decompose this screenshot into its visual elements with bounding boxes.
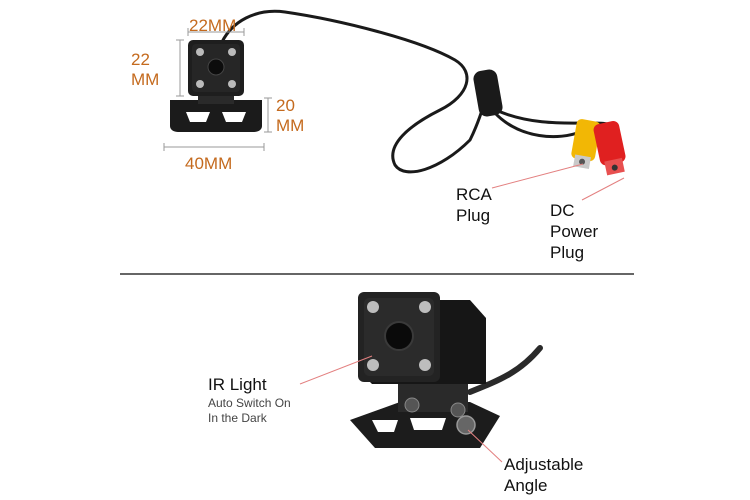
bracket-height-line1: 20	[276, 96, 295, 115]
ir-sub2: In the Dark	[208, 411, 267, 425]
dc-power-plug-label: DC Power Plug	[550, 200, 598, 263]
height-left-label: 22 MM	[131, 50, 159, 90]
adjustable-angle-label: Adjustable Angle	[504, 454, 583, 496]
camera-lens-small	[207, 58, 225, 76]
rca-line2: Plug	[456, 206, 491, 225]
dc-line3: Plug	[550, 243, 585, 262]
dimension-lines	[163, 28, 272, 151]
height-left-line1: 22	[131, 50, 150, 69]
width-bottom-label: 40MM	[185, 154, 233, 173]
ir-sub1: Auto Switch On	[208, 396, 291, 410]
dc-line1: DC	[550, 201, 575, 220]
connectors	[473, 69, 626, 201]
camera-cable	[220, 9, 492, 174]
height-left-line2: MM	[131, 70, 160, 89]
ir-led-4	[419, 359, 431, 371]
rca-line1: RCA	[456, 185, 492, 204]
rca-plug-label: RCA Plug	[456, 184, 492, 226]
bracket-height-line2: MM	[276, 116, 305, 135]
adjust-screw	[456, 415, 476, 435]
ir-light-subtitle: Auto Switch On In the Dark	[208, 396, 291, 426]
camera-cable-large	[467, 345, 543, 395]
ir-led-2	[419, 301, 431, 313]
camera-lens-large	[384, 321, 414, 351]
ir-light-title: IR Light	[208, 375, 267, 394]
ir-led-1	[367, 301, 379, 313]
camera-large	[299, 292, 543, 463]
adjustable-line2: Angle	[504, 476, 548, 495]
dc-connector	[593, 121, 626, 176]
width-top-label: 22MM	[189, 16, 237, 35]
adjustable-line1: Adjustable	[504, 455, 584, 474]
ir-led-3	[367, 359, 379, 371]
camera-bracket-small	[170, 100, 262, 132]
dc-line2: Power	[550, 222, 599, 241]
camera-small	[170, 9, 492, 174]
bracket-height-label: 20 MM	[276, 96, 304, 136]
